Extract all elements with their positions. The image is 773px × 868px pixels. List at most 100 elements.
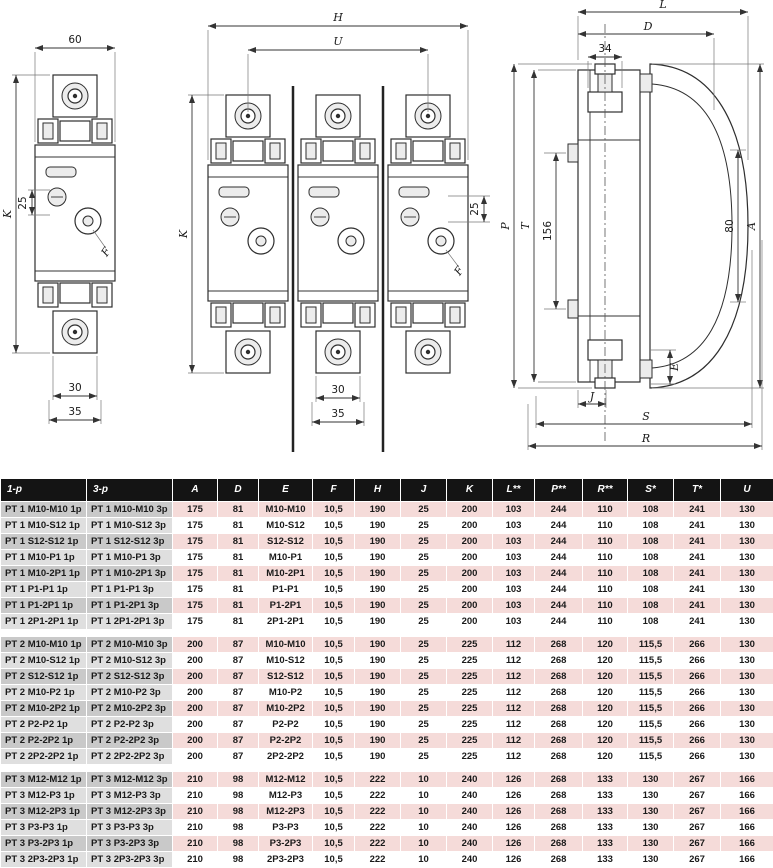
cell-value: 190 xyxy=(355,701,401,717)
cell-value: 240 xyxy=(447,804,493,820)
cell-value: 10,5 xyxy=(313,637,355,653)
cell-value: 87 xyxy=(218,717,259,733)
cell-value: 225 xyxy=(447,669,493,685)
cell-value: 115,5 xyxy=(628,717,674,733)
cell-type-1p: PT 1 M10-P1 1p xyxy=(1,550,87,566)
cell-value: 103 xyxy=(493,598,535,614)
cell-value: 112 xyxy=(493,749,535,765)
cell-value: 10 xyxy=(401,804,447,820)
cell-value: 190 xyxy=(355,598,401,614)
cell-value: 268 xyxy=(535,653,583,669)
dim-label-j: J xyxy=(588,390,595,403)
cell-value: 190 xyxy=(355,749,401,765)
cell-value: 133 xyxy=(583,788,628,804)
cell-value: 244 xyxy=(535,614,583,630)
cell-value: 120 xyxy=(583,637,628,653)
cell-value: 190 xyxy=(355,502,401,518)
cell-value: 268 xyxy=(535,788,583,804)
cell-value: 190 xyxy=(355,534,401,550)
column-header: T* xyxy=(674,479,721,502)
cell-value: 130 xyxy=(628,852,674,868)
cell-value: 10 xyxy=(401,788,447,804)
column-header: J xyxy=(401,479,447,502)
cell-value: 115,5 xyxy=(628,685,674,701)
cell-value: S12-S12 xyxy=(259,669,313,685)
cell-value: 110 xyxy=(583,534,628,550)
cell-value: 222 xyxy=(355,852,401,868)
cell-value: 222 xyxy=(355,788,401,804)
cell-value: 25 xyxy=(401,701,447,717)
dim-label-a: A xyxy=(745,222,758,231)
cell-value: 133 xyxy=(583,820,628,836)
cell-value: 200 xyxy=(173,637,218,653)
cell-value: 190 xyxy=(355,685,401,701)
cell-value: 200 xyxy=(447,566,493,582)
cell-value: 166 xyxy=(721,772,773,788)
cell-value: 267 xyxy=(674,820,721,836)
cell-value: 126 xyxy=(493,772,535,788)
cell-value: 120 xyxy=(583,749,628,765)
cell-value: 175 xyxy=(173,502,218,518)
cell-value: 103 xyxy=(493,534,535,550)
cell-type-1p: PT 3 M12-M12 1p xyxy=(1,772,87,788)
cell-value: 268 xyxy=(535,852,583,868)
cell-value: 120 xyxy=(583,701,628,717)
cell-value: 120 xyxy=(583,733,628,749)
cell-value: 2P3-2P3 xyxy=(259,852,313,868)
cell-value: 210 xyxy=(173,788,218,804)
cell-value: 266 xyxy=(674,717,721,733)
dimension-j: J xyxy=(578,390,606,408)
cell-value: 87 xyxy=(218,637,259,653)
cell-value: 241 xyxy=(674,582,721,598)
dim-label-34: 34 xyxy=(598,43,612,55)
cell-value: 10,5 xyxy=(313,685,355,701)
cell-value: 267 xyxy=(674,788,721,804)
cell-value: 225 xyxy=(447,637,493,653)
cell-value: 222 xyxy=(355,820,401,836)
cell-value: 2P2-2P2 xyxy=(259,749,313,765)
dim-label-25: 25 xyxy=(17,196,29,209)
drawing-front-three-pole: H U K 25 F 30 xyxy=(178,0,503,478)
technical-drawings: 60 K 25 F 30 35 xyxy=(0,0,773,478)
cell-value: 200 xyxy=(173,669,218,685)
column-header: S* xyxy=(628,479,674,502)
cell-value: 81 xyxy=(218,534,259,550)
cell-value: M10-M10 xyxy=(259,502,313,518)
cell-value: 244 xyxy=(535,534,583,550)
cell-value: 244 xyxy=(535,582,583,598)
dim-label-l: L xyxy=(658,0,666,11)
cell-value: 115,5 xyxy=(628,733,674,749)
cell-value: 244 xyxy=(535,502,583,518)
column-header: K xyxy=(447,479,493,502)
dim-label-30: 30 xyxy=(68,382,81,394)
cell-value: 108 xyxy=(628,550,674,566)
cell-type-3p: PT 3 M12-P3 3p xyxy=(87,788,173,804)
dim-label-k: K xyxy=(1,209,14,219)
cell-value: 225 xyxy=(447,701,493,717)
cell-type-1p: PT 3 P3-2P3 1p xyxy=(1,836,87,852)
cell-value: 10,5 xyxy=(313,836,355,852)
cell-value: 244 xyxy=(535,550,583,566)
cell-type-1p: PT 1 P1-P1 1p xyxy=(1,582,87,598)
cell-value: 130 xyxy=(721,598,773,614)
cell-value: 130 xyxy=(721,582,773,598)
cell-value: 81 xyxy=(218,502,259,518)
cell-value: 81 xyxy=(218,566,259,582)
cell-value: 10,5 xyxy=(313,804,355,820)
cell-value: 10,5 xyxy=(313,749,355,765)
cell-value: 130 xyxy=(721,653,773,669)
dim-label-r: R xyxy=(641,432,650,445)
cell-value: 268 xyxy=(535,685,583,701)
cell-type-1p: PT 3 2P3-2P3 1p xyxy=(1,852,87,868)
